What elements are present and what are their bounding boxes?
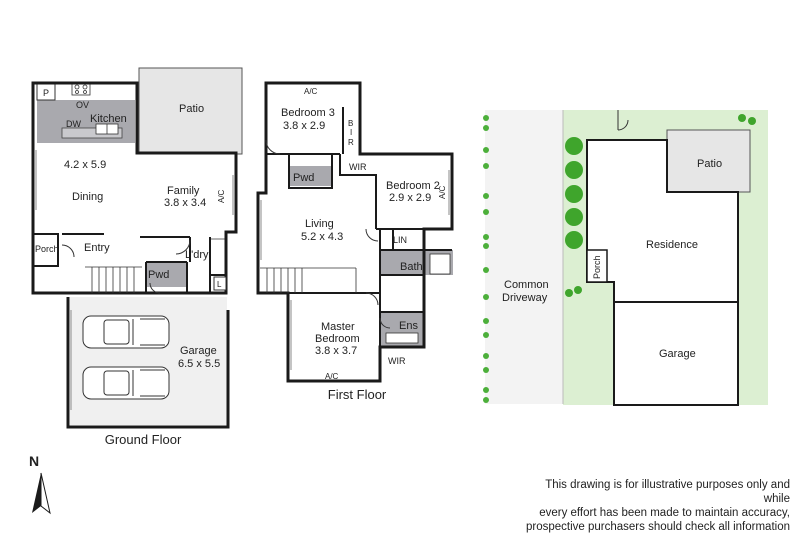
disclaimer-line: every effort has been made to maintain a… — [539, 507, 790, 519]
pantry-label: P — [43, 88, 49, 98]
north-arrow-icon: N — [29, 453, 51, 515]
laundry-bench — [209, 238, 226, 276]
bath-label: Bath — [400, 261, 423, 273]
kitchen-dims: 4.2 x 5.9 — [64, 159, 106, 171]
ground-floor-plan: P OV DW Kitchen Patio 4.2 x 5.9 Dining F… — [31, 67, 243, 447]
family-ac-label: A/C — [217, 189, 226, 203]
ground-floor-title: Ground Floor — [105, 432, 182, 447]
site-patio-label: Patio — [697, 158, 722, 170]
ensuite-label: Ens — [399, 320, 418, 332]
living-label: Living — [305, 218, 334, 230]
first-powder-label: Pwd — [293, 172, 314, 184]
laundry-label: L'dry — [185, 249, 209, 261]
bath-tub — [429, 253, 451, 275]
bedroom3-dims: 3.8 x 2.9 — [283, 120, 325, 132]
common-label: Common — [504, 279, 549, 291]
disclaimer: This drawing is for illustrative purpose… — [520, 478, 790, 534]
master-label: Master — [321, 321, 355, 333]
hedge-dots — [483, 115, 489, 403]
porch-label: Porch — [35, 244, 59, 254]
bedroom3-label: Bedroom 3 — [281, 107, 335, 119]
shrub-icons — [565, 114, 756, 297]
site-plan: Patio Residence Porch Common Driveway Ga… — [483, 110, 768, 406]
residence-label: Residence — [646, 239, 698, 251]
bir-i: I — [350, 128, 352, 137]
patio-area — [138, 67, 243, 155]
family-dims: 3.8 x 3.4 — [164, 197, 206, 209]
powder-room-floor — [146, 262, 187, 287]
first-floor-plan: A/C Bedroom 3 3.8 x 2.9 B I R Pwd WIR Be… — [256, 81, 454, 402]
oven-label: OV — [76, 100, 89, 110]
patio-label: Patio — [179, 103, 204, 115]
site-garage-label: Garage — [659, 348, 696, 360]
entry-label: Entry — [84, 242, 110, 254]
bedroom3-ac-label: A/C — [304, 87, 318, 96]
master-label-2: Bedroom — [315, 333, 360, 345]
dining-label: Dining — [72, 191, 103, 203]
first-stairs — [260, 267, 357, 293]
garage-label: Garage — [180, 345, 217, 357]
family-label: Family — [167, 185, 200, 197]
dishwasher-label: DW — [66, 119, 81, 129]
site-garage — [613, 301, 739, 406]
bir-r: R — [348, 138, 354, 147]
master-dims: 3.8 x 3.7 — [315, 345, 357, 357]
disclaimer-line: This drawing is for illustrative purpose… — [545, 479, 790, 505]
living-dims: 5.2 x 4.3 — [301, 231, 343, 243]
disclaimer-line: prospective purchasers should check all … — [526, 521, 790, 533]
garage-dims: 6.5 x 5.5 — [178, 358, 220, 370]
site-porch-label: Porch — [592, 255, 602, 279]
driveway-area — [485, 110, 563, 404]
linen-label: L — [217, 280, 222, 289]
ground-stairs — [85, 266, 142, 293]
bedroom2-label: Bedroom 2 — [386, 180, 440, 192]
kitchen-island — [61, 127, 123, 139]
wir2-label: WIR — [388, 356, 406, 366]
kitchen-label: Kitchen — [90, 113, 127, 125]
powder-label: Pwd — [148, 269, 169, 281]
north-label: N — [29, 453, 39, 469]
site-patio — [666, 129, 751, 193]
cooktop-icon — [71, 82, 91, 96]
car-icon — [82, 315, 170, 349]
wir-label: WIR — [349, 162, 367, 172]
car-icon — [82, 366, 170, 400]
bedroom2-dims: 2.9 x 2.9 — [389, 192, 431, 204]
vanity — [385, 332, 419, 344]
site-porch — [586, 249, 608, 283]
kitchen-sink-icon — [95, 123, 119, 135]
first-door-swings — [265, 139, 391, 329]
bir-b: B — [348, 119, 353, 128]
linen-label: LIN — [393, 235, 407, 245]
ground-door-swings — [61, 239, 191, 294]
first-powder-floor — [289, 166, 332, 186]
master-ac-label: A/C — [325, 372, 339, 381]
driveway-label: Driveway — [502, 292, 548, 304]
first-floor-title: First Floor — [328, 387, 387, 402]
bedroom2-ac-label: A/C — [438, 185, 447, 199]
